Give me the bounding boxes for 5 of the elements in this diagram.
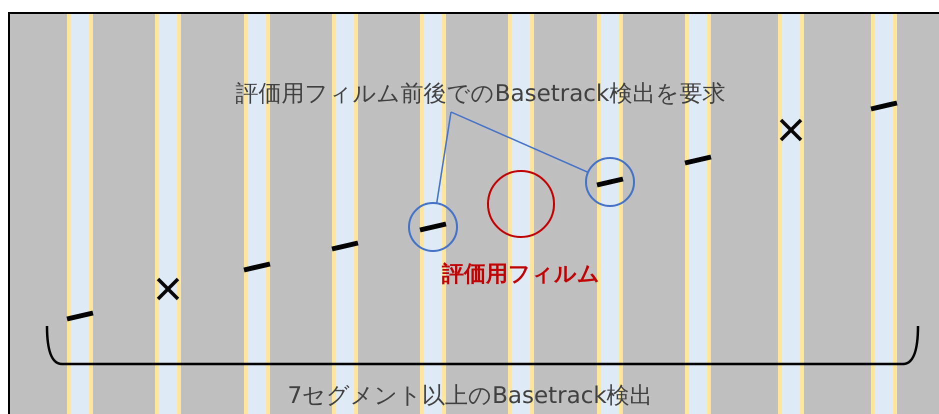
film-label: 評価用フィルム [440, 261, 601, 289]
leader-line [450, 111, 588, 174]
brace-label: 7セグメント以上のBasetrack検出 [288, 382, 653, 411]
leader-line [436, 112, 452, 204]
callout-text: 評価用フィルム前後でのBasetrack検出を要求 [234, 80, 726, 109]
